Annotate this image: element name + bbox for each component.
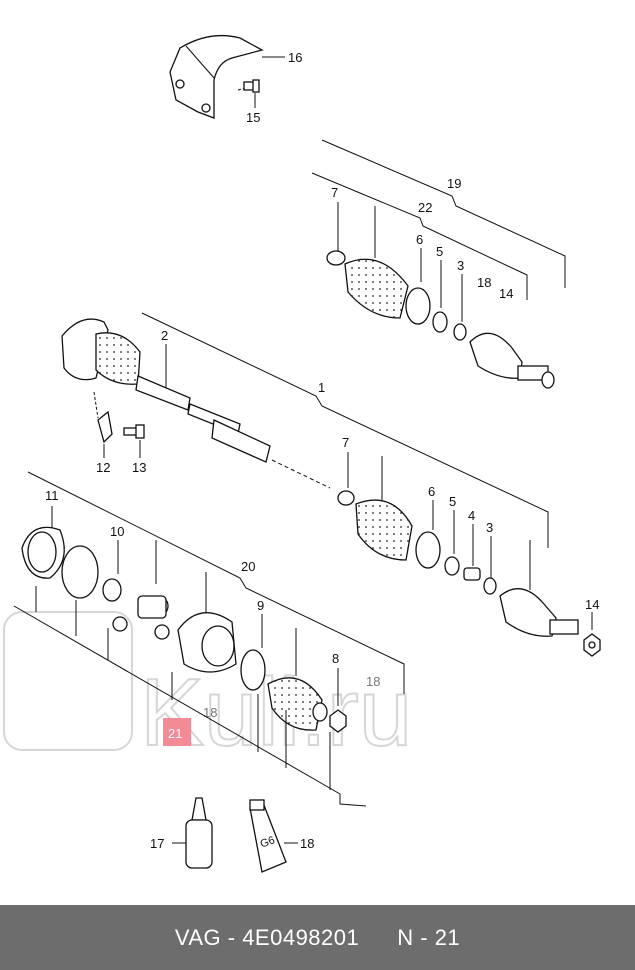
callout-18c: 18: [203, 705, 217, 720]
callout-7b: 7: [342, 435, 349, 450]
callout-12: 12: [96, 460, 110, 475]
footer-bar: VAG - 4E0498201 N - 21: [0, 905, 635, 970]
callout-14a: 14: [499, 286, 513, 301]
clamp-part-6b: [415, 531, 441, 569]
callout-18b: 18: [366, 674, 380, 689]
callout-18d: 18: [300, 836, 314, 851]
callout-15: 15: [246, 110, 260, 125]
callout-2: 2: [161, 328, 168, 343]
boot-part-inner: [267, 677, 323, 731]
grease-bottle-part-17: [185, 797, 213, 869]
callout-1: 1: [318, 380, 325, 395]
boot-part-upper: [344, 258, 409, 319]
callout-8: 8: [332, 651, 339, 666]
callout-3a: 3: [457, 258, 464, 273]
callout-4: 4: [468, 508, 475, 523]
callout-19: 19: [447, 176, 461, 191]
shaft-flange-part: [61, 318, 191, 411]
clamp-part-8: [312, 702, 347, 733]
bolt-part-15: [237, 79, 260, 93]
bolt-part-13: [123, 424, 145, 439]
callout-22: 22: [418, 200, 432, 215]
heat-shield-part-16: [169, 34, 264, 119]
nut-part-14: [583, 633, 601, 657]
washer-part-5b: [444, 556, 460, 576]
ring-part-4: [463, 567, 481, 581]
callout-20: 20: [241, 559, 255, 574]
exploded-parts-diagram: Kuli.ru 16 15 19 22 7 6 5 3 18: [3, 34, 601, 873]
clamp-part-7a: [326, 250, 346, 266]
callout-9: 9: [257, 598, 264, 613]
clamp-part-9: [240, 649, 266, 691]
gasket-part-11: [21, 526, 99, 599]
cv-joint-part-upper: [469, 332, 555, 389]
clamp-part-6a: [405, 287, 431, 325]
callout-3b: 3: [486, 520, 493, 535]
callout-14b: 14: [585, 597, 599, 612]
callout-6a: 6: [416, 232, 423, 247]
shaft-body-part: [187, 403, 271, 463]
footer-page-ref: N - 21: [397, 924, 461, 950]
callout-7a: 7: [331, 185, 338, 200]
clamp-part-7b: [337, 490, 355, 506]
callout-18a: 18: [477, 275, 491, 290]
tripod-part: [112, 595, 170, 640]
circlip-part-3a: [453, 323, 467, 341]
callout-10: 10: [110, 524, 124, 539]
circlip-part-3b: [483, 577, 497, 595]
washer-part-5a: [432, 311, 448, 333]
callout-11: 11: [45, 488, 59, 503]
callout-21-highlight: 21: [163, 718, 191, 746]
footer-part-ref: VAG - 4E0498201: [174, 924, 360, 950]
circlip-part-10: [102, 578, 122, 602]
grease-tube-part-18: G6: [249, 799, 287, 873]
callout-5a: 5: [436, 244, 443, 259]
callout-17: 17: [150, 836, 164, 851]
callout-6b: 6: [428, 484, 435, 499]
joint-housing-part: [177, 612, 237, 673]
tube-label: G6: [259, 834, 277, 850]
callout-21: 21: [168, 726, 182, 741]
callout-5b: 5: [449, 494, 456, 509]
callout-13: 13: [132, 460, 146, 475]
cv-joint-part-lower: [499, 588, 579, 637]
callout-16: 16: [288, 50, 302, 65]
boot-part-lower: [355, 499, 413, 561]
bracket-part-12: [97, 410, 113, 444]
